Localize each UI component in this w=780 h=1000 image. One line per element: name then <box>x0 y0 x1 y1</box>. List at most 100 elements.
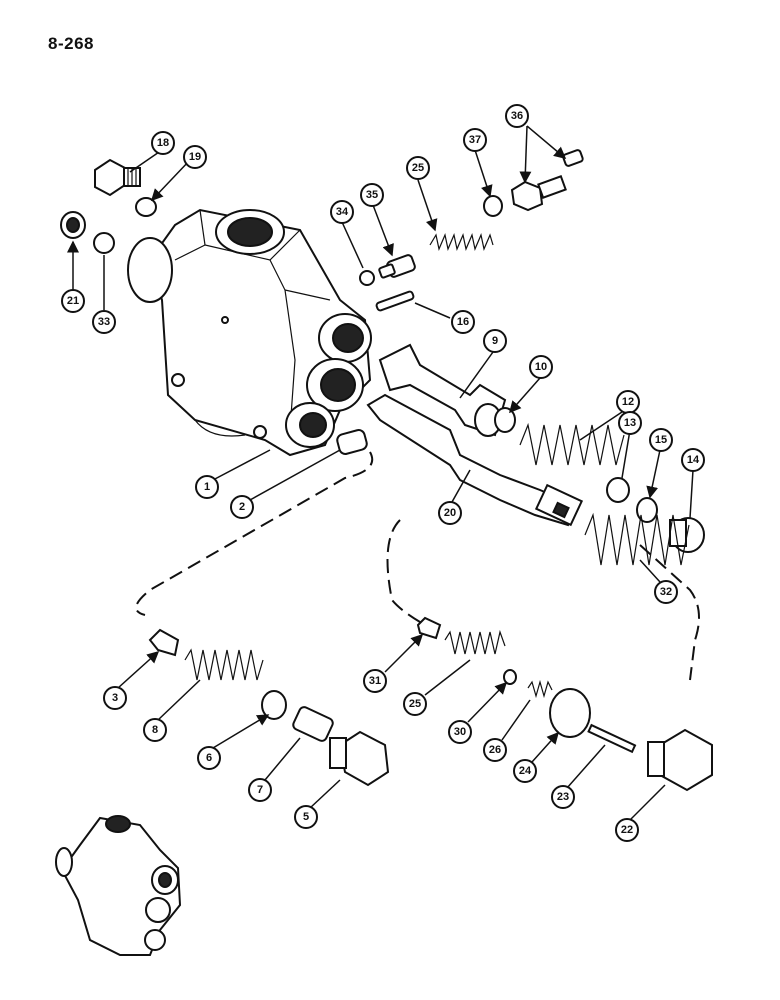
callout-25-lower: 25 <box>403 692 427 716</box>
svg-text:30: 30 <box>454 726 466 738</box>
callout-24: 24 <box>513 759 537 783</box>
svg-text:5: 5 <box>303 811 309 823</box>
ball-34 <box>359 270 375 286</box>
svg-text:33: 33 <box>98 316 110 328</box>
callout-5: 5 <box>294 805 318 829</box>
svg-text:26: 26 <box>489 744 501 756</box>
callout-30: 30 <box>448 720 472 744</box>
o-ring-19 <box>135 197 157 217</box>
svg-text:31: 31 <box>369 675 381 687</box>
svg-text:25: 25 <box>412 162 424 174</box>
callout-12: 12 <box>616 390 640 414</box>
svg-text:36: 36 <box>511 110 523 122</box>
callout-19: 19 <box>183 145 207 169</box>
svg-text:12: 12 <box>622 396 634 408</box>
poppet-31 <box>416 616 442 640</box>
inset-location-view <box>55 815 182 956</box>
callout-20: 20 <box>438 501 462 525</box>
pin-16 <box>375 290 415 312</box>
spring-25-upper <box>429 233 494 251</box>
sleeve-7 <box>292 706 334 742</box>
svg-text:10: 10 <box>535 361 547 373</box>
svg-text:18: 18 <box>157 137 169 149</box>
callout-16: 16 <box>451 310 475 334</box>
callout-3: 3 <box>103 686 127 710</box>
svg-text:23: 23 <box>557 791 569 803</box>
callout-32: 32 <box>654 580 678 604</box>
pin-23 <box>587 723 637 754</box>
leader-lines <box>67 125 694 821</box>
callout-35: 35 <box>360 183 384 207</box>
svg-text:37: 37 <box>469 134 481 146</box>
callout-18: 18 <box>151 131 175 155</box>
pin-35 <box>378 254 416 279</box>
svg-text:35: 35 <box>366 189 378 201</box>
svg-text:3: 3 <box>112 692 118 704</box>
poppet-3 <box>148 628 180 657</box>
plug-22 <box>647 728 713 792</box>
o-ring-24 <box>549 688 591 738</box>
valve-body <box>127 208 372 457</box>
plug-14 <box>669 517 705 553</box>
svg-text:1: 1 <box>204 481 210 493</box>
svg-text:25: 25 <box>409 698 421 710</box>
washer-30 <box>503 669 517 685</box>
spool-20 <box>366 393 584 527</box>
o-ring-37 <box>483 195 503 217</box>
svg-text:2: 2 <box>239 501 245 513</box>
callout-36: 36 <box>505 104 529 128</box>
callout-9: 9 <box>483 329 507 353</box>
plug-21 <box>60 211 86 239</box>
svg-text:16: 16 <box>457 316 469 328</box>
page-number: 8-268 <box>48 34 94 53</box>
callout-23: 23 <box>551 785 575 809</box>
spring-12 <box>519 422 625 466</box>
callout-22: 22 <box>615 818 639 842</box>
callout-2: 2 <box>230 495 254 519</box>
plug-5 <box>329 730 390 787</box>
svg-text:8: 8 <box>152 724 158 736</box>
fitting-36 <box>510 149 584 212</box>
o-ring-6 <box>261 690 287 720</box>
svg-text:14: 14 <box>687 454 700 466</box>
callout-13: 13 <box>618 411 642 435</box>
dashed-link-left <box>135 451 374 616</box>
callout-7: 7 <box>248 778 272 802</box>
svg-text:13: 13 <box>624 417 636 429</box>
sleeve-2 <box>336 429 368 455</box>
svg-text:21: 21 <box>67 295 79 307</box>
callout-14: 14 <box>681 448 705 472</box>
spring-25-lower <box>444 629 506 655</box>
callout-21: 21 <box>61 289 85 313</box>
callout-33: 33 <box>92 310 116 334</box>
svg-text:19: 19 <box>189 151 201 163</box>
callout-10: 10 <box>529 355 553 379</box>
dashed-link-right <box>386 519 700 681</box>
callout-26: 26 <box>483 738 507 762</box>
callout-8: 8 <box>143 718 167 742</box>
svg-text:22: 22 <box>621 824 633 836</box>
spring-32 <box>584 512 690 566</box>
svg-text:34: 34 <box>336 206 349 218</box>
callout-25-upper: 25 <box>406 156 430 180</box>
svg-text:15: 15 <box>655 434 667 446</box>
ring-10 <box>494 407 516 433</box>
svg-text:24: 24 <box>519 765 532 777</box>
callout-6: 6 <box>197 746 221 770</box>
callout-34: 34 <box>330 200 354 224</box>
svg-text:32: 32 <box>660 586 672 598</box>
o-ring-33 <box>93 232 115 254</box>
svg-text:9: 9 <box>492 335 498 347</box>
callout-37: 37 <box>463 128 487 152</box>
spring-26 <box>527 679 553 699</box>
svg-text:7: 7 <box>257 784 263 796</box>
spring-8 <box>184 648 264 681</box>
callout-15: 15 <box>649 428 673 452</box>
plug-18 <box>94 158 141 197</box>
svg-text:6: 6 <box>206 752 212 764</box>
svg-text:20: 20 <box>444 507 456 519</box>
callout-1: 1 <box>195 475 219 499</box>
washer-13 <box>606 477 630 503</box>
callout-31: 31 <box>363 669 387 693</box>
